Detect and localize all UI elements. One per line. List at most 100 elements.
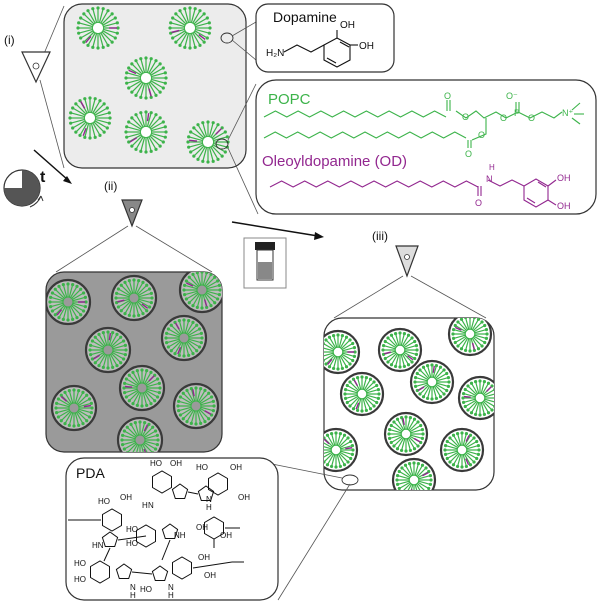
tube-i-icon (21, 51, 51, 84)
pda-oh-f: HO (98, 497, 110, 506)
popc-phosphate-o1: O (500, 113, 507, 123)
pda-structure-box: PDA HO OH HO OH OH HO OH HO HO HO HO OH … (65, 457, 351, 601)
pda-h-a: H (142, 501, 148, 510)
vesicle (76, 6, 120, 50)
vesicle (118, 364, 166, 412)
vesicle (116, 416, 164, 452)
popc-carbonyl-o2: O (465, 149, 472, 159)
vesicle (383, 411, 429, 457)
panel-iii (323, 317, 495, 491)
vesicle (50, 384, 98, 432)
od-oh2: OH (557, 201, 571, 211)
vesicle (457, 375, 494, 421)
pda-labels: HO OH HO OH OH HO OH HO HO HO HO OH OH O… (74, 459, 250, 600)
vesicle (439, 427, 485, 473)
lipid-structures-box: POPC O O O O O⁻ O P O N⁺ Oleoyldopamine … (227, 79, 597, 215)
vesicle (46, 278, 92, 326)
od-amide-nh: H (489, 163, 495, 172)
vesicle (391, 457, 437, 490)
od-label: Oleoyldopamine (OD) (262, 153, 407, 170)
zoom-circle-dopamine (220, 32, 234, 44)
pda-nh-a: HN (92, 541, 104, 550)
step-ii-label: (ii) (104, 179, 117, 193)
vesicle (68, 96, 112, 140)
pda-h-b: H (206, 503, 212, 512)
zoom-circle-pda (341, 474, 359, 486)
popc-ester-o1: O (462, 112, 469, 122)
vesicle (324, 427, 359, 473)
cuvette-icon (243, 237, 287, 289)
clock-icon (3, 169, 44, 208)
pda-oh-k: HO (126, 539, 138, 548)
popc-ammonium: N⁺ (562, 108, 573, 118)
vesicle (168, 6, 212, 50)
pda-h-d: H (168, 591, 174, 600)
dopamine-oh-bottom: OH (359, 41, 374, 52)
vesicles-iii (324, 318, 494, 490)
vesicle (172, 382, 220, 430)
pda-oh-p: HO (140, 585, 152, 594)
vesicles-i (68, 6, 230, 164)
dopamine-molecule (283, 30, 358, 68)
pda-title: PDA (76, 465, 105, 481)
dopamine-oh-top: OH (340, 20, 355, 31)
pda-nh-b: NH (174, 531, 186, 540)
pda-oh-i: HO (74, 575, 86, 584)
popc-methyls (571, 102, 584, 125)
pda-oh-a: HO (150, 459, 162, 468)
od-amide-o: O (475, 198, 482, 208)
pda-h-c: H (130, 591, 136, 600)
pda-oh-o: OH (204, 571, 216, 580)
vesicles-ii (46, 272, 222, 452)
vesicle (124, 56, 168, 100)
connector-lines-ii (55, 225, 213, 273)
vesicle (110, 274, 158, 322)
pda-oh-n: OH (198, 553, 210, 562)
pda-oh-l: OH (196, 523, 208, 532)
pda-oh-b: OH (170, 459, 182, 468)
vesicle (377, 327, 423, 373)
popc-phosphate-charge: O⁻ (506, 91, 518, 101)
pda-oh-m: OH (220, 531, 232, 540)
pda-oh-d: OH (230, 463, 242, 472)
pda-n-d: N (168, 583, 174, 592)
pda-n-b: N (206, 495, 212, 504)
popc-structure (263, 100, 563, 148)
arrow-ii-to-iii (231, 221, 324, 240)
vesicle (124, 110, 168, 154)
panel-ii (45, 271, 223, 453)
pda-oh-c: HO (196, 463, 208, 472)
od-structure (269, 178, 557, 208)
panel-i (63, 3, 247, 169)
vesicle (324, 329, 361, 375)
pda-oh-g: OH (120, 493, 132, 502)
vesicle (339, 371, 385, 417)
vesicle (409, 359, 455, 405)
vesicle (447, 318, 493, 357)
pda-n-a: N (148, 501, 154, 510)
dopamine-title: Dopamine (273, 9, 337, 25)
dopamine-amine: H₂N (266, 48, 284, 59)
vesicle (160, 314, 208, 362)
popc-phosphate-p: P (514, 108, 520, 118)
zoom-circle-lipid (215, 138, 229, 150)
pda-molecule (68, 470, 244, 584)
popc-label: POPC (268, 91, 311, 108)
od-oh1: OH (557, 173, 571, 183)
tube-iii-icon (395, 245, 419, 278)
step-i-label: (i) (4, 33, 15, 47)
popc-carbonyl-o1: O (444, 91, 451, 101)
popc-phosphate-o2: O (528, 113, 535, 123)
pda-oh-h: HO (74, 559, 86, 568)
time-label: t (40, 169, 46, 186)
vesicle (84, 326, 132, 374)
pda-oh-j: HO (126, 525, 138, 534)
arrow-i-to-ii (33, 149, 72, 184)
step-iii-label: (iii) (372, 229, 388, 243)
od-amide-n: N (486, 174, 493, 184)
connector-lines-i (37, 5, 65, 169)
tube-ii-icon (121, 199, 143, 228)
vesicle (186, 120, 230, 164)
vesicle (178, 272, 222, 314)
